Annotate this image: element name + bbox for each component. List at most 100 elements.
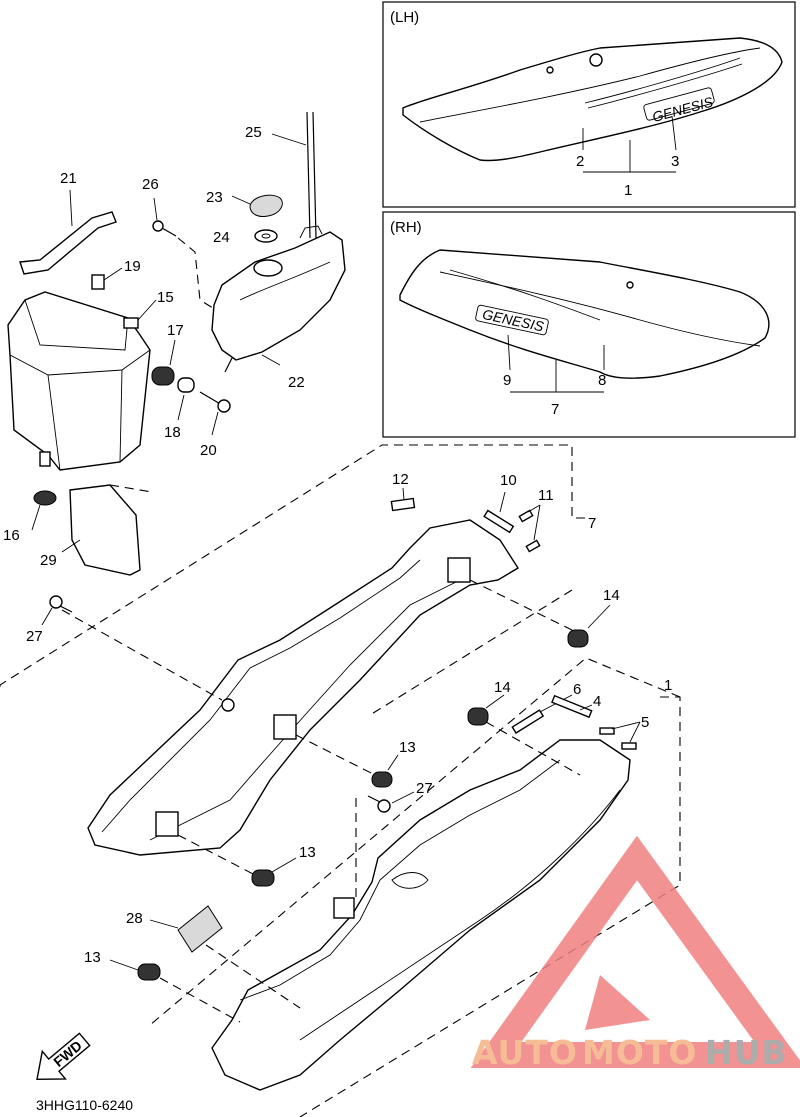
callout-14-top: 14	[603, 587, 620, 604]
callout-5: 5	[641, 714, 649, 731]
callout-16: 16	[3, 527, 20, 544]
side-cover-lh-emblem	[643, 87, 715, 121]
washer-24-hole	[261, 233, 271, 239]
leader-17	[169, 339, 176, 366]
dash-14-lower	[485, 721, 581, 776]
callout-22: 22	[288, 374, 305, 391]
battery-box	[7, 291, 151, 471]
leader-21	[69, 189, 73, 227]
battery-box-peg	[39, 451, 51, 467]
leader-5b	[629, 721, 641, 743]
side-cover-lh-body	[402, 37, 783, 162]
damper-11b	[525, 539, 541, 553]
leader-25	[271, 133, 307, 146]
watermark-logo	[470, 835, 800, 1068]
reservoir-tank	[211, 231, 346, 361]
side-cover-recess	[391, 872, 429, 889]
dash-14-top	[469, 579, 573, 631]
leader-13-left	[109, 959, 139, 971]
inner-panel-hole	[221, 698, 235, 712]
bolt-27-lower-head	[377, 799, 391, 813]
leader-27-top	[41, 607, 53, 626]
inset-lh-frame	[382, 1, 796, 208]
fwd-arrow: FWD	[36, 1032, 91, 1080]
leader-13-mid	[387, 754, 399, 771]
strip-10	[483, 509, 515, 534]
callout-18: 18	[164, 424, 181, 441]
reservoir-seam	[239, 261, 331, 301]
callout-4: 4	[593, 693, 601, 710]
callout-27-top: 27	[26, 628, 43, 645]
callout-21: 21	[60, 170, 77, 187]
side-cover-rh-clip	[626, 281, 634, 289]
grommet-13-left	[137, 963, 161, 981]
side-cover-tab	[333, 897, 355, 919]
inner-small-parts	[41, 487, 611, 887]
band-15	[123, 317, 139, 329]
side-cover-1-group	[109, 694, 641, 1091]
label-rh-7: 7	[551, 401, 559, 418]
callout-15: 15	[157, 289, 174, 306]
side-cover-body	[211, 739, 631, 1091]
callout-11: 11	[538, 487, 554, 504]
group-1-outline	[299, 696, 681, 1117]
reservoir-mount	[299, 225, 323, 239]
battery-box-rim	[9, 349, 151, 376]
inset-lh: (LH) GENESIS 2 3 1	[382, 1, 796, 208]
leader-13-low	[271, 857, 297, 873]
inner-panel-7-group	[61, 519, 573, 876]
battery-strap	[19, 211, 117, 275]
leader-12	[402, 487, 405, 501]
callout-23: 23	[206, 189, 223, 206]
fwd-arrow-shape	[36, 1032, 91, 1080]
bolt-26-shank	[161, 227, 177, 237]
leader-20	[211, 411, 219, 436]
label-lh-2: 2	[576, 153, 584, 170]
leader-22	[261, 354, 281, 366]
callout-25: 25	[245, 124, 262, 141]
callout-7: 7	[588, 515, 596, 532]
watermark-text-auto: AUTO	[472, 1033, 578, 1072]
bolt-27-lower-shank	[367, 795, 381, 803]
battery-box-group	[7, 189, 231, 576]
damper-12	[390, 497, 416, 512]
battery-box-inner	[24, 299, 129, 351]
inner-panel	[87, 519, 519, 856]
battery-box-edge-2	[119, 369, 123, 463]
damper-16	[33, 490, 57, 506]
grommet-13-mid	[371, 771, 393, 788]
group-7-outline-2	[369, 589, 573, 716]
reservoir-group	[152, 111, 346, 373]
leader-14-lower	[485, 694, 505, 709]
dash-26	[177, 237, 217, 311]
collar-18	[177, 377, 195, 393]
reservoir-hose	[224, 357, 233, 373]
inner-panel-boss-top	[447, 557, 471, 583]
side-cover-lh-clip	[546, 66, 554, 74]
watermark-triangle-outer	[470, 835, 800, 1068]
bolt-27-top-shank	[59, 605, 73, 613]
dash-27-top	[61, 609, 223, 701]
leader-14-top	[587, 604, 611, 629]
rod-25-b	[312, 111, 317, 239]
damper-11a	[518, 509, 534, 523]
inset-lh-title: (LH)	[390, 9, 419, 26]
inner-panel-boss-low	[155, 811, 179, 837]
leader-23	[231, 195, 251, 205]
callout-10: 10	[500, 472, 517, 489]
callout-29: 29	[40, 552, 57, 569]
inner-panel-rim-2	[149, 574, 471, 841]
leader-19	[103, 267, 123, 281]
bolt-20-head	[217, 399, 231, 413]
damper-5a	[599, 727, 615, 735]
leader-27-lower	[391, 791, 415, 804]
rod-25	[306, 111, 311, 239]
label-rh-8: 8	[598, 372, 606, 389]
grommet-13-low	[251, 869, 275, 887]
callout-13-mid: 13	[399, 739, 416, 756]
leader-11b	[533, 504, 541, 541]
callout-12: 12	[392, 471, 409, 488]
callout-17: 17	[167, 322, 184, 339]
callout-20: 20	[200, 442, 217, 459]
bolt-26-head	[152, 220, 164, 232]
